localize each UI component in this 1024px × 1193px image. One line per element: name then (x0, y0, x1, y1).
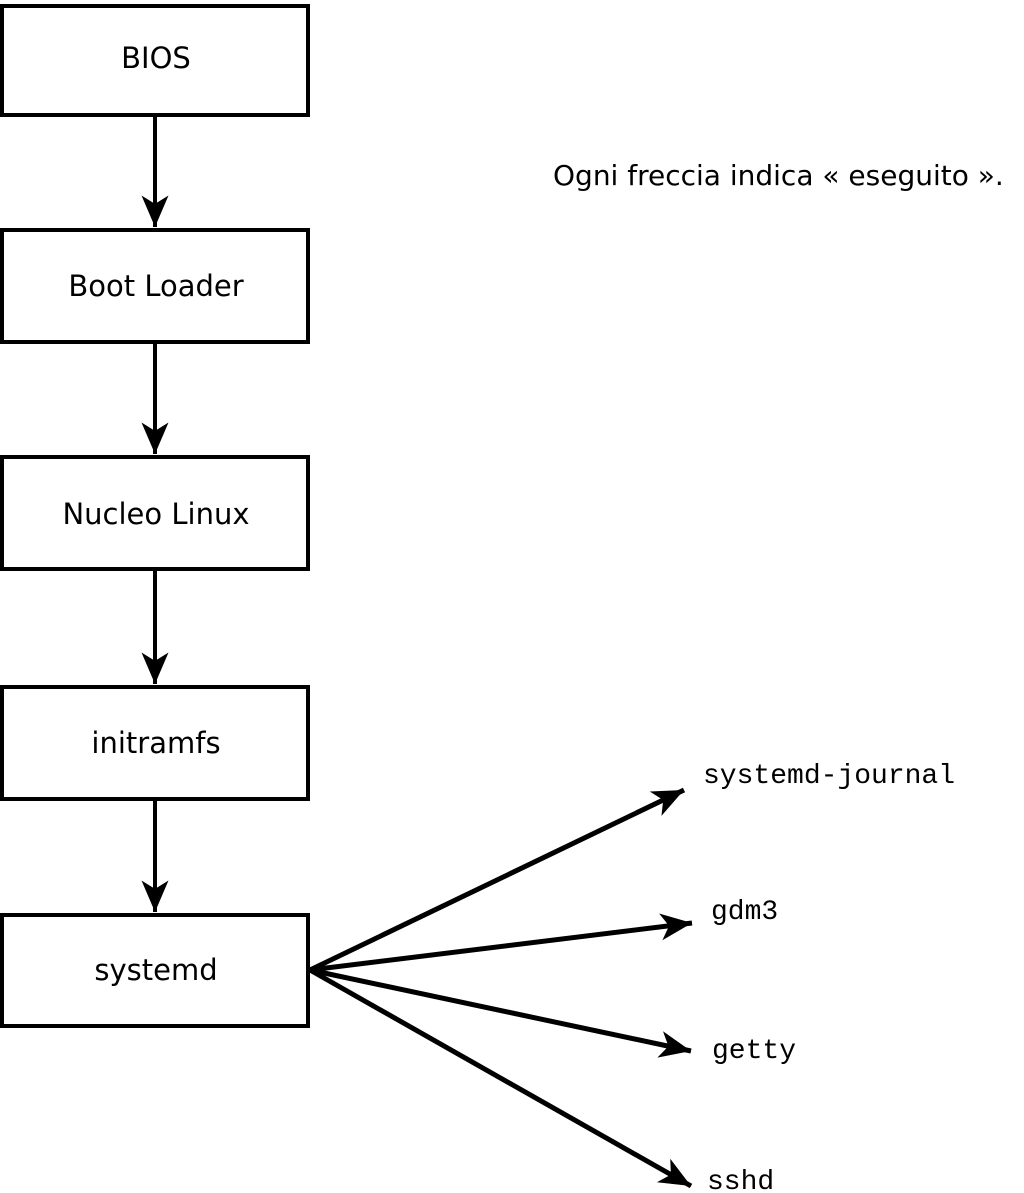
service-label-gdm3: gdm3 (711, 897, 778, 928)
service-label-sshd: sshd (707, 1167, 774, 1193)
diagram-caption: Ogni freccia indica « eseguito ». (553, 159, 1004, 192)
service-label-systemd-journal: systemd-journal (703, 761, 955, 792)
arrow-systemd-to-gdm3 (309, 913, 693, 973)
node-box-kernel (0, 455, 310, 571)
arrow-systemd-to-journal (308, 787, 686, 973)
node-label-kernel: Nucleo Linux (62, 497, 249, 531)
node-box-bios (0, 4, 310, 117)
node-box-initramfs (0, 685, 310, 801)
node-label-systemd: systemd (94, 953, 217, 987)
node-label-bios: BIOS (121, 41, 191, 75)
node-box-systemd (0, 913, 310, 1028)
node-label-initramfs: initramfs (91, 726, 220, 760)
node-box-bootloader (0, 228, 310, 344)
arrow-systemd-to-sshd (308, 967, 693, 1189)
arrow-systemd-to-getty (309, 967, 692, 1058)
service-label-getty: getty (712, 1036, 796, 1067)
node-label-bootloader: Boot Loader (68, 269, 243, 303)
